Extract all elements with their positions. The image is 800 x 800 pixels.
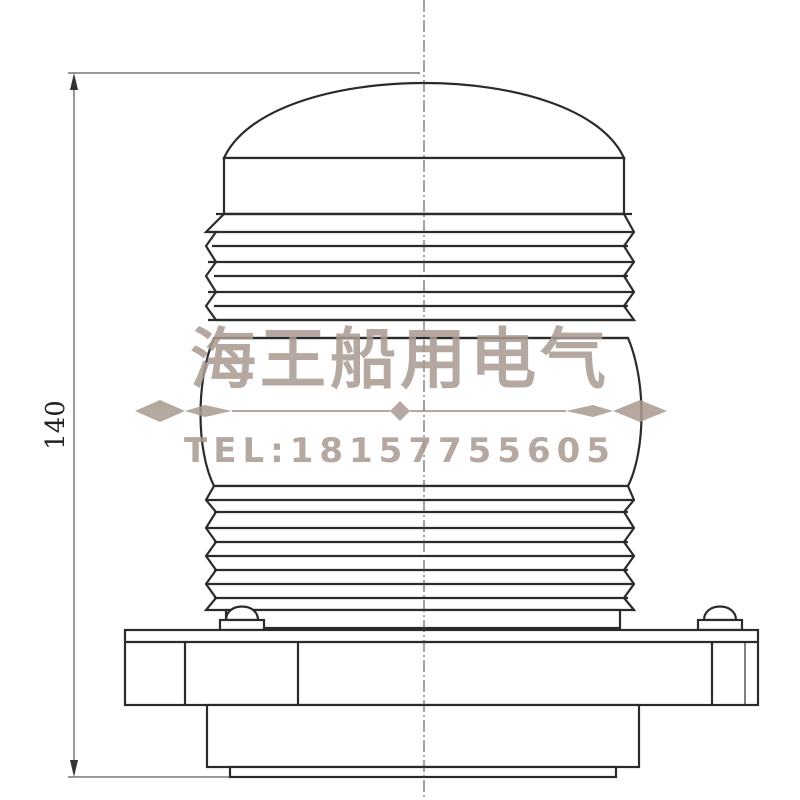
lower-lens-ribs [203, 484, 637, 630]
height-dimension-label: 140 [41, 400, 71, 450]
watermark-ornament [135, 400, 667, 422]
upper-lens-ribs [203, 212, 637, 322]
watermark-phone: TEL:18157755605 [184, 431, 616, 471]
height-dimension: 140 [41, 72, 420, 778]
right-screw [696, 605, 744, 632]
mounting-flange [123, 628, 760, 707]
base-socket [205, 703, 641, 779]
watermark: 海王船用电气 TEL:18157755605 [135, 321, 667, 471]
watermark-company: 海王船用电气 [190, 321, 610, 398]
